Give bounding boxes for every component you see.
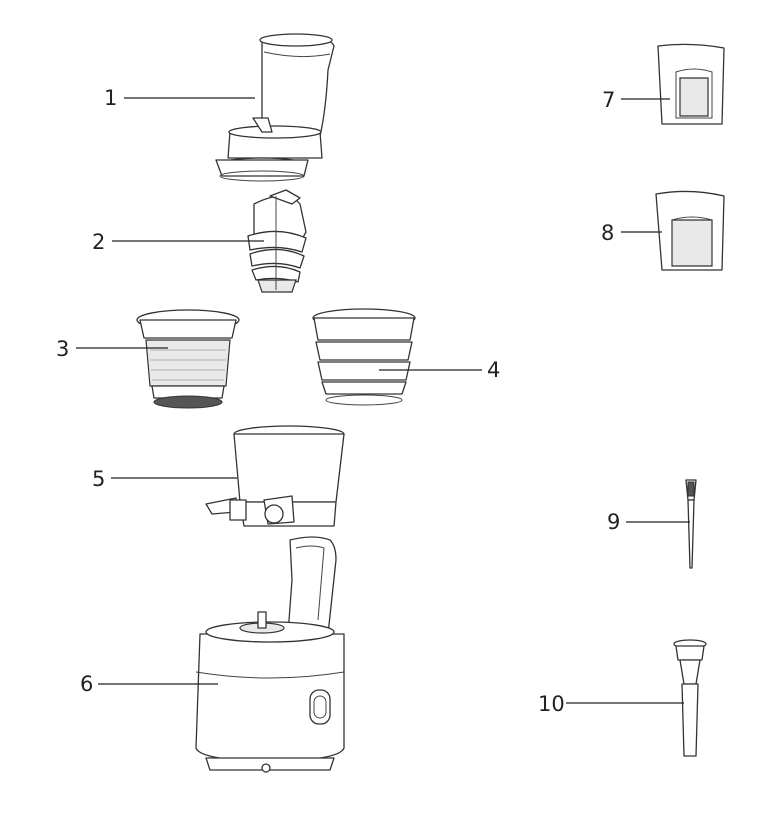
rotating-brush-icon — [312, 308, 416, 406]
callout-number: 4 — [487, 358, 500, 382]
auger-icon — [247, 189, 307, 293]
callout-6: 6 — [80, 672, 218, 696]
callout-5: 5 — [92, 467, 237, 491]
callout-number: 9 — [607, 510, 620, 534]
callout-10: 10 — [538, 692, 684, 716]
fine-strainer-icon — [136, 309, 240, 409]
callout-number: 2 — [92, 230, 105, 254]
callout-3: 3 — [56, 337, 168, 361]
motor-base-icon — [195, 536, 345, 773]
callout-number: 10 — [538, 692, 565, 716]
callout-7: 7 — [602, 88, 670, 112]
callout-number: 6 — [80, 672, 93, 696]
juicing-bowl-icon — [205, 425, 345, 527]
callout-8: 8 — [601, 221, 662, 245]
callout-number: 1 — [104, 86, 117, 110]
callout-4: 4 — [379, 358, 500, 382]
juice-cup-icon — [657, 43, 725, 125]
feed-chute-icon — [215, 33, 335, 182]
cleaning-brush-icon — [685, 479, 697, 569]
callout-number: 7 — [602, 88, 615, 112]
callout-number: 8 — [601, 221, 614, 245]
callout-number: 5 — [92, 467, 105, 491]
pusher-icon — [673, 639, 707, 757]
pulp-cup-icon — [655, 190, 725, 271]
callout-1: 1 — [104, 86, 255, 110]
callout-9: 9 — [607, 510, 690, 534]
callout-number: 3 — [56, 337, 69, 361]
callout-2: 2 — [92, 230, 264, 254]
